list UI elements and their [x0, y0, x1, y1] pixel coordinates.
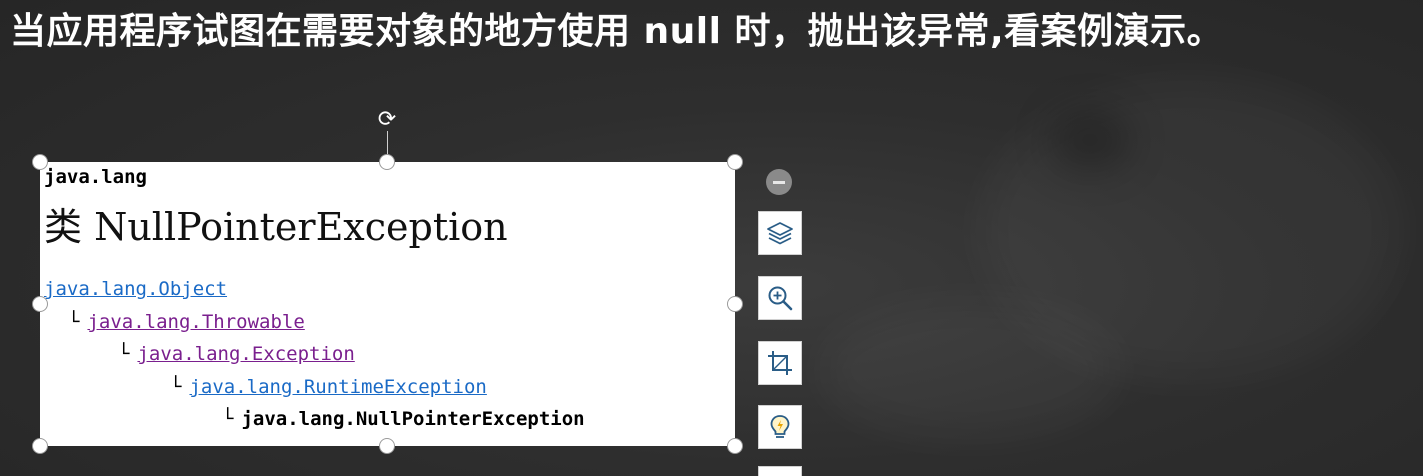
tree-connector-icon: └: [118, 343, 130, 365]
hierarchy-current-class: java.lang.NullPointerException: [241, 408, 585, 430]
hierarchy-link-exception[interactable]: java.lang.Exception: [137, 343, 355, 365]
rotate-icon[interactable]: ⟳: [377, 107, 397, 132]
package-label: java.lang: [44, 166, 147, 188]
resize-handle-top[interactable]: [379, 154, 395, 170]
resize-handle-bottom-right[interactable]: [727, 438, 743, 454]
hierarchy-row: └ java.lang.NullPointerException: [222, 408, 585, 434]
hierarchy-row: └ java.lang.Exception: [118, 343, 355, 369]
zoom-in-button[interactable]: [758, 276, 802, 320]
rotate-connector: [387, 131, 388, 161]
lightbulb-icon: [770, 415, 790, 438]
resize-handle-top-right[interactable]: [727, 154, 743, 170]
hierarchy-link-runtimeexception[interactable]: java.lang.RuntimeException: [189, 376, 487, 398]
resize-handle-top-left[interactable]: [32, 154, 48, 170]
hierarchy-row: └ java.lang.RuntimeException: [170, 376, 487, 402]
layers-icon: [767, 222, 793, 245]
resize-handle-right[interactable]: [727, 296, 743, 312]
hierarchy-link-object[interactable]: java.lang.Object: [44, 278, 228, 300]
hierarchy-link-throwable[interactable]: java.lang.Throwable: [87, 311, 305, 333]
resize-handle-bottom-left[interactable]: [32, 438, 48, 454]
crop-button[interactable]: [758, 341, 802, 385]
design-ideas-button[interactable]: [758, 405, 802, 449]
crop-icon: [768, 351, 792, 375]
tree-connector-icon: └: [170, 376, 182, 398]
resize-handle-left[interactable]: [32, 296, 48, 312]
toolbar-more-button[interactable]: [758, 466, 802, 476]
hierarchy-row: └ java.lang.Throwable: [68, 311, 305, 337]
zoom-in-icon: [768, 286, 793, 311]
selected-image[interactable]: java.lang 类 NullPointerException java.la…: [40, 162, 735, 446]
hierarchy-row: java.lang.Object: [44, 278, 227, 304]
slide-headline: 当应用程序试图在需要对象的地方使用 null 时，抛出该异常,看案例演示。: [10, 11, 1224, 52]
resize-handle-bottom[interactable]: [379, 438, 395, 454]
tree-connector-icon: └: [68, 311, 80, 333]
class-title: 类 NullPointerException: [44, 205, 508, 249]
tree-connector-icon: └: [222, 408, 234, 430]
minus-icon[interactable]: [766, 169, 792, 195]
layers-button[interactable]: [758, 211, 802, 255]
